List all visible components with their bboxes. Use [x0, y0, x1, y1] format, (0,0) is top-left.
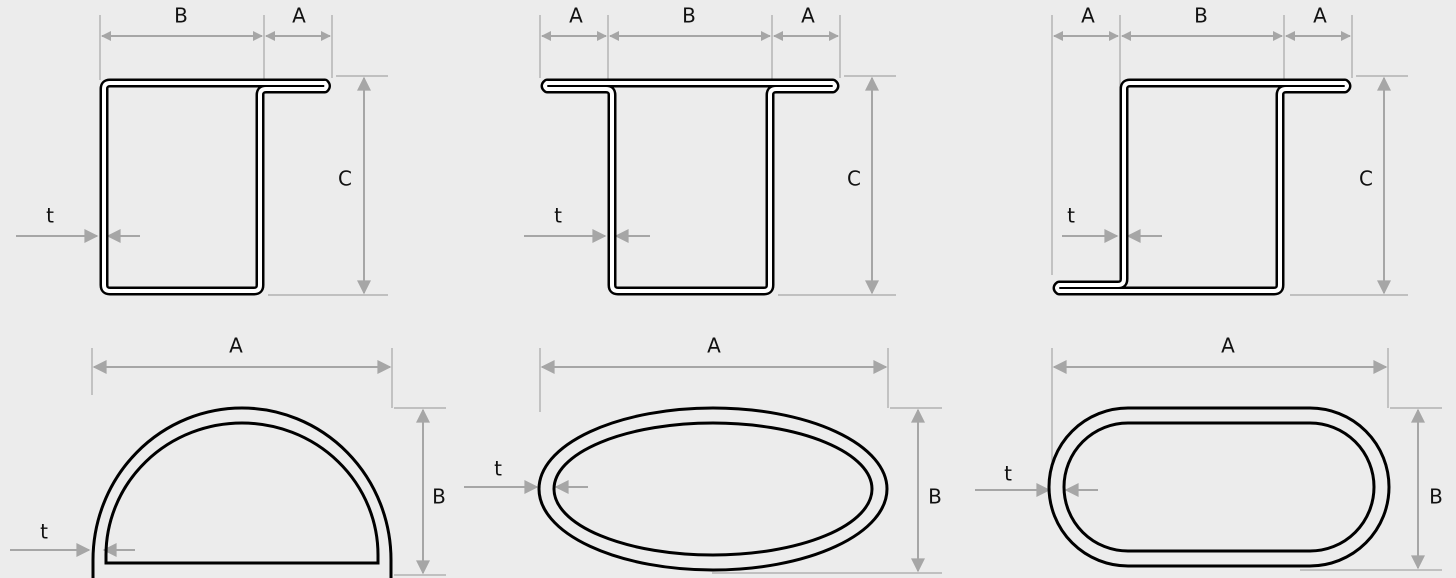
label-a: A: [292, 4, 306, 28]
label-t: t: [494, 457, 502, 481]
label-b: B: [1194, 4, 1208, 28]
half-round-outer: [91, 406, 393, 578]
label-c: C: [1359, 167, 1373, 191]
label-a-left: A: [569, 4, 583, 28]
flat-oval-inner: [1062, 421, 1376, 553]
profile-1-group: B A C t: [16, 4, 388, 296]
section-flat-oval-group: A B t: [975, 334, 1443, 571]
profile-3-outline: [1052, 78, 1352, 296]
profile-2-inner: [543, 81, 837, 293]
label-b: B: [682, 4, 696, 28]
profile-1-inner: [102, 81, 329, 293]
label-c: C: [338, 167, 352, 191]
label-a: A: [229, 334, 243, 358]
profile-3-group: A B A C t: [1051, 4, 1408, 296]
label-a-left: A: [1081, 4, 1095, 28]
section-ellipse-group: A B t: [464, 334, 942, 574]
half-round-inner: [104, 421, 380, 565]
label-b: B: [432, 485, 446, 509]
profile-2-outline: [540, 78, 840, 296]
label-b: B: [174, 4, 188, 28]
label-a: A: [707, 334, 721, 358]
label-t: t: [1004, 462, 1012, 486]
label-b: B: [1429, 485, 1443, 509]
section-half-round-group: A B t: [10, 334, 446, 578]
ellipse-outer: [537, 406, 889, 572]
flat-oval-outer: [1047, 406, 1391, 568]
label-t: t: [554, 204, 562, 228]
label-c: C: [847, 167, 861, 191]
profile-1-outline: [99, 78, 331, 296]
profile-2-group: A B A C t: [524, 4, 896, 296]
label-a-right: A: [801, 4, 815, 28]
label-t: t: [46, 204, 54, 228]
label-a: A: [1221, 334, 1235, 358]
label-a-right: A: [1313, 4, 1327, 28]
label-t: t: [1067, 204, 1075, 228]
label-t: t: [40, 520, 48, 544]
profile-3-inner: [1055, 81, 1349, 293]
ellipse-inner: [552, 421, 874, 557]
label-b: B: [928, 485, 942, 509]
